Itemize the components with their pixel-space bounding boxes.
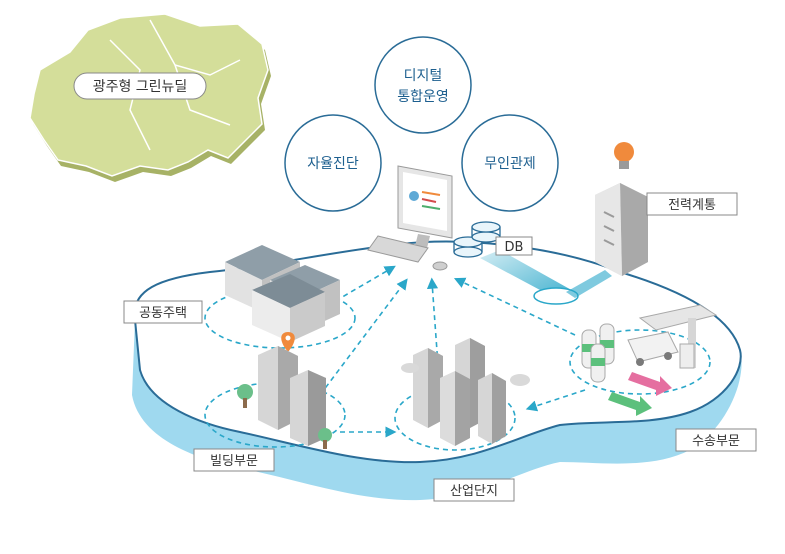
circle-digital-line-2: 통합운영 <box>397 89 449 105</box>
location-pin-icon <box>281 332 295 352</box>
map-district-line <box>149 19 241 76</box>
arrow-industrial-to-center <box>426 277 439 366</box>
arrow-building-to-center <box>319 278 408 396</box>
industrial-label: 산업단지 <box>450 484 498 499</box>
apartment-zone-loop <box>204 287 356 349</box>
monitor-icon <box>397 165 453 252</box>
exchange-arrows <box>608 372 672 416</box>
data-beam-to-grid <box>566 270 612 298</box>
mouse-icon <box>432 261 448 271</box>
truck-icon <box>627 331 679 366</box>
apartment-houses <box>225 245 340 342</box>
power-grid-tag-box <box>646 192 738 216</box>
power-grid-label: 전력계통 <box>668 198 716 213</box>
data-beam <box>480 250 575 298</box>
transport-label: 수송부문 <box>692 434 740 449</box>
circle-unmanned-label: 무인관제 <box>484 156 536 172</box>
region-map: 광주형 그린뉴딜 <box>29 13 271 182</box>
circle-digital-integrated-ops <box>374 36 472 134</box>
power-grid-building <box>595 183 648 276</box>
industrial-tag-box <box>433 478 515 502</box>
industrial-towers <box>401 338 530 446</box>
hydrogen-tank-icon <box>581 323 615 383</box>
zone-loops <box>204 287 711 451</box>
transport-zone-loop <box>569 329 711 395</box>
db-label-box <box>495 236 533 256</box>
transport-tag-box <box>675 428 757 452</box>
industrial-zone-loop <box>394 385 516 451</box>
database-icon <box>453 221 501 258</box>
building-zone-loop <box>204 382 346 448</box>
center-circles: 디지털 통합운영 자율진단 무인관제 <box>284 36 559 212</box>
region-label-pill <box>73 72 207 100</box>
arrow-transport-to-industrial <box>525 389 586 412</box>
tree-icon <box>318 428 332 449</box>
circle-self-diagnosis-label: 자율진단 <box>307 156 359 172</box>
circle-digital-line-1: 디지털 <box>404 68 443 84</box>
keyboard-icon <box>367 235 429 263</box>
charging-station-icon <box>638 304 718 369</box>
building-towers <box>258 346 326 446</box>
db-label: DB <box>505 240 524 255</box>
region-label: 광주형 그린뉴딜 <box>93 79 188 95</box>
circle-self-diagnosis <box>284 114 382 212</box>
lightbulb-icon <box>614 142 634 169</box>
circle-unmanned-control <box>461 114 559 212</box>
apartment-label: 공동주택 <box>139 306 187 321</box>
building-label: 빌딩부문 <box>210 454 258 469</box>
tree-icon <box>237 384 253 408</box>
apartment-tag-box <box>123 300 203 324</box>
building-tag-box <box>193 448 275 472</box>
arrow-transport-to-center <box>453 277 576 336</box>
